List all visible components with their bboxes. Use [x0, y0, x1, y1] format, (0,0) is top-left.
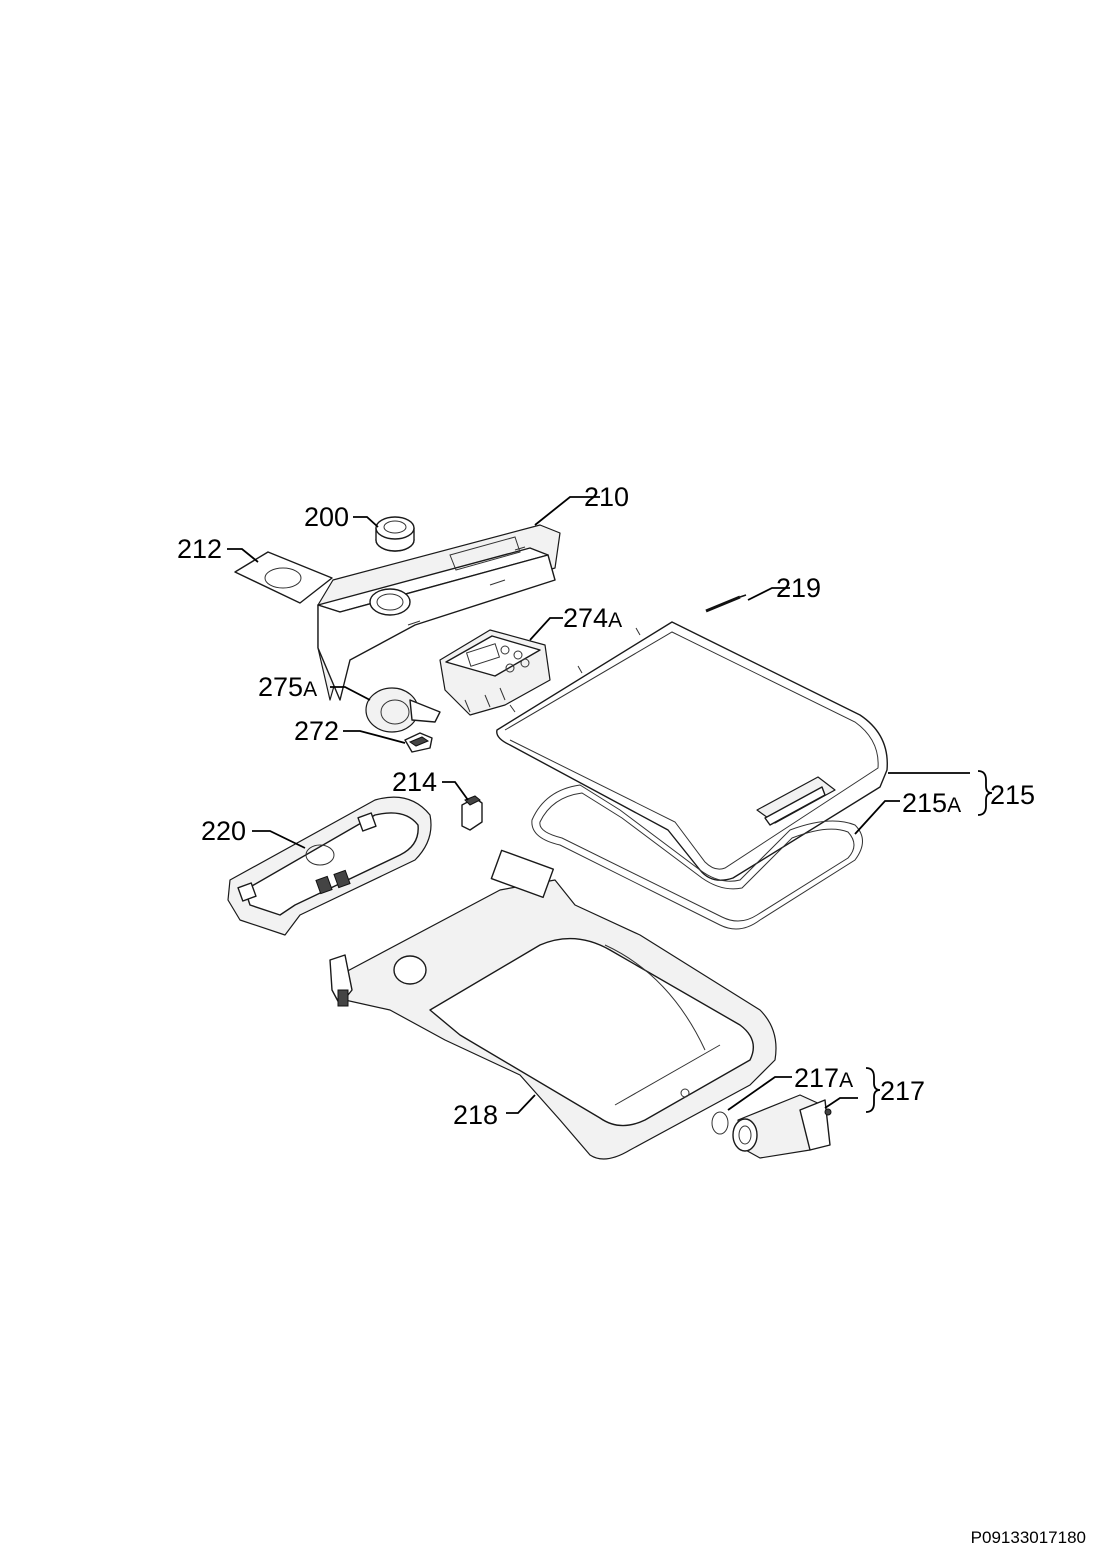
label-218: 218 [453, 1100, 498, 1130]
label-219: 219 [776, 573, 821, 603]
label-220: 220 [201, 816, 246, 846]
part-274A-electronic-module [439, 629, 551, 716]
label-200: 200 [304, 502, 349, 532]
part-275A-selector-ring [365, 687, 441, 733]
label-217A-suffix: A [839, 1069, 853, 1092]
part-200-knob [375, 516, 415, 552]
part-214-switch [461, 795, 483, 831]
label-275A-number: 275 [258, 672, 303, 702]
part-212-label-sheet [234, 551, 333, 604]
label-217A: 217A [794, 1063, 853, 1093]
part-272-clip [404, 732, 433, 753]
part-219-hinge-pin [705, 594, 747, 613]
label-215: 215 [990, 780, 1035, 810]
part-215A-lid-gasket [531, 784, 863, 930]
part-215-lid [496, 621, 888, 881]
document-code: P09133017180 [970, 1528, 1086, 1547]
label-215A-number: 215 [902, 788, 947, 818]
label-275A-suffix: A [303, 678, 317, 701]
label-215A: 215A [902, 788, 961, 818]
label-274A: 274A [563, 603, 622, 633]
part-220-dispenser-drawer [227, 796, 432, 936]
label-217: 217 [880, 1076, 925, 1106]
part-217-inlet-connector [732, 1094, 832, 1159]
label-274A-number: 274 [563, 603, 608, 633]
part-210-control-panel [317, 524, 561, 701]
leader-lines [227, 496, 993, 1114]
label-275A: 275A [258, 672, 317, 702]
label-210: 210 [584, 482, 629, 512]
label-214: 214 [392, 767, 437, 797]
label-215A-suffix: A [947, 794, 961, 817]
label-272: 272 [294, 716, 339, 746]
part-number-labels: 200 210 212 219 274A 275A 272 214 215 21… [177, 482, 1035, 1130]
part-217A-o-ring [711, 1111, 729, 1135]
label-274A-suffix: A [608, 609, 622, 632]
label-217A-number: 217 [794, 1063, 839, 1093]
label-212: 212 [177, 534, 222, 564]
part-218-top-frame [329, 849, 777, 1160]
